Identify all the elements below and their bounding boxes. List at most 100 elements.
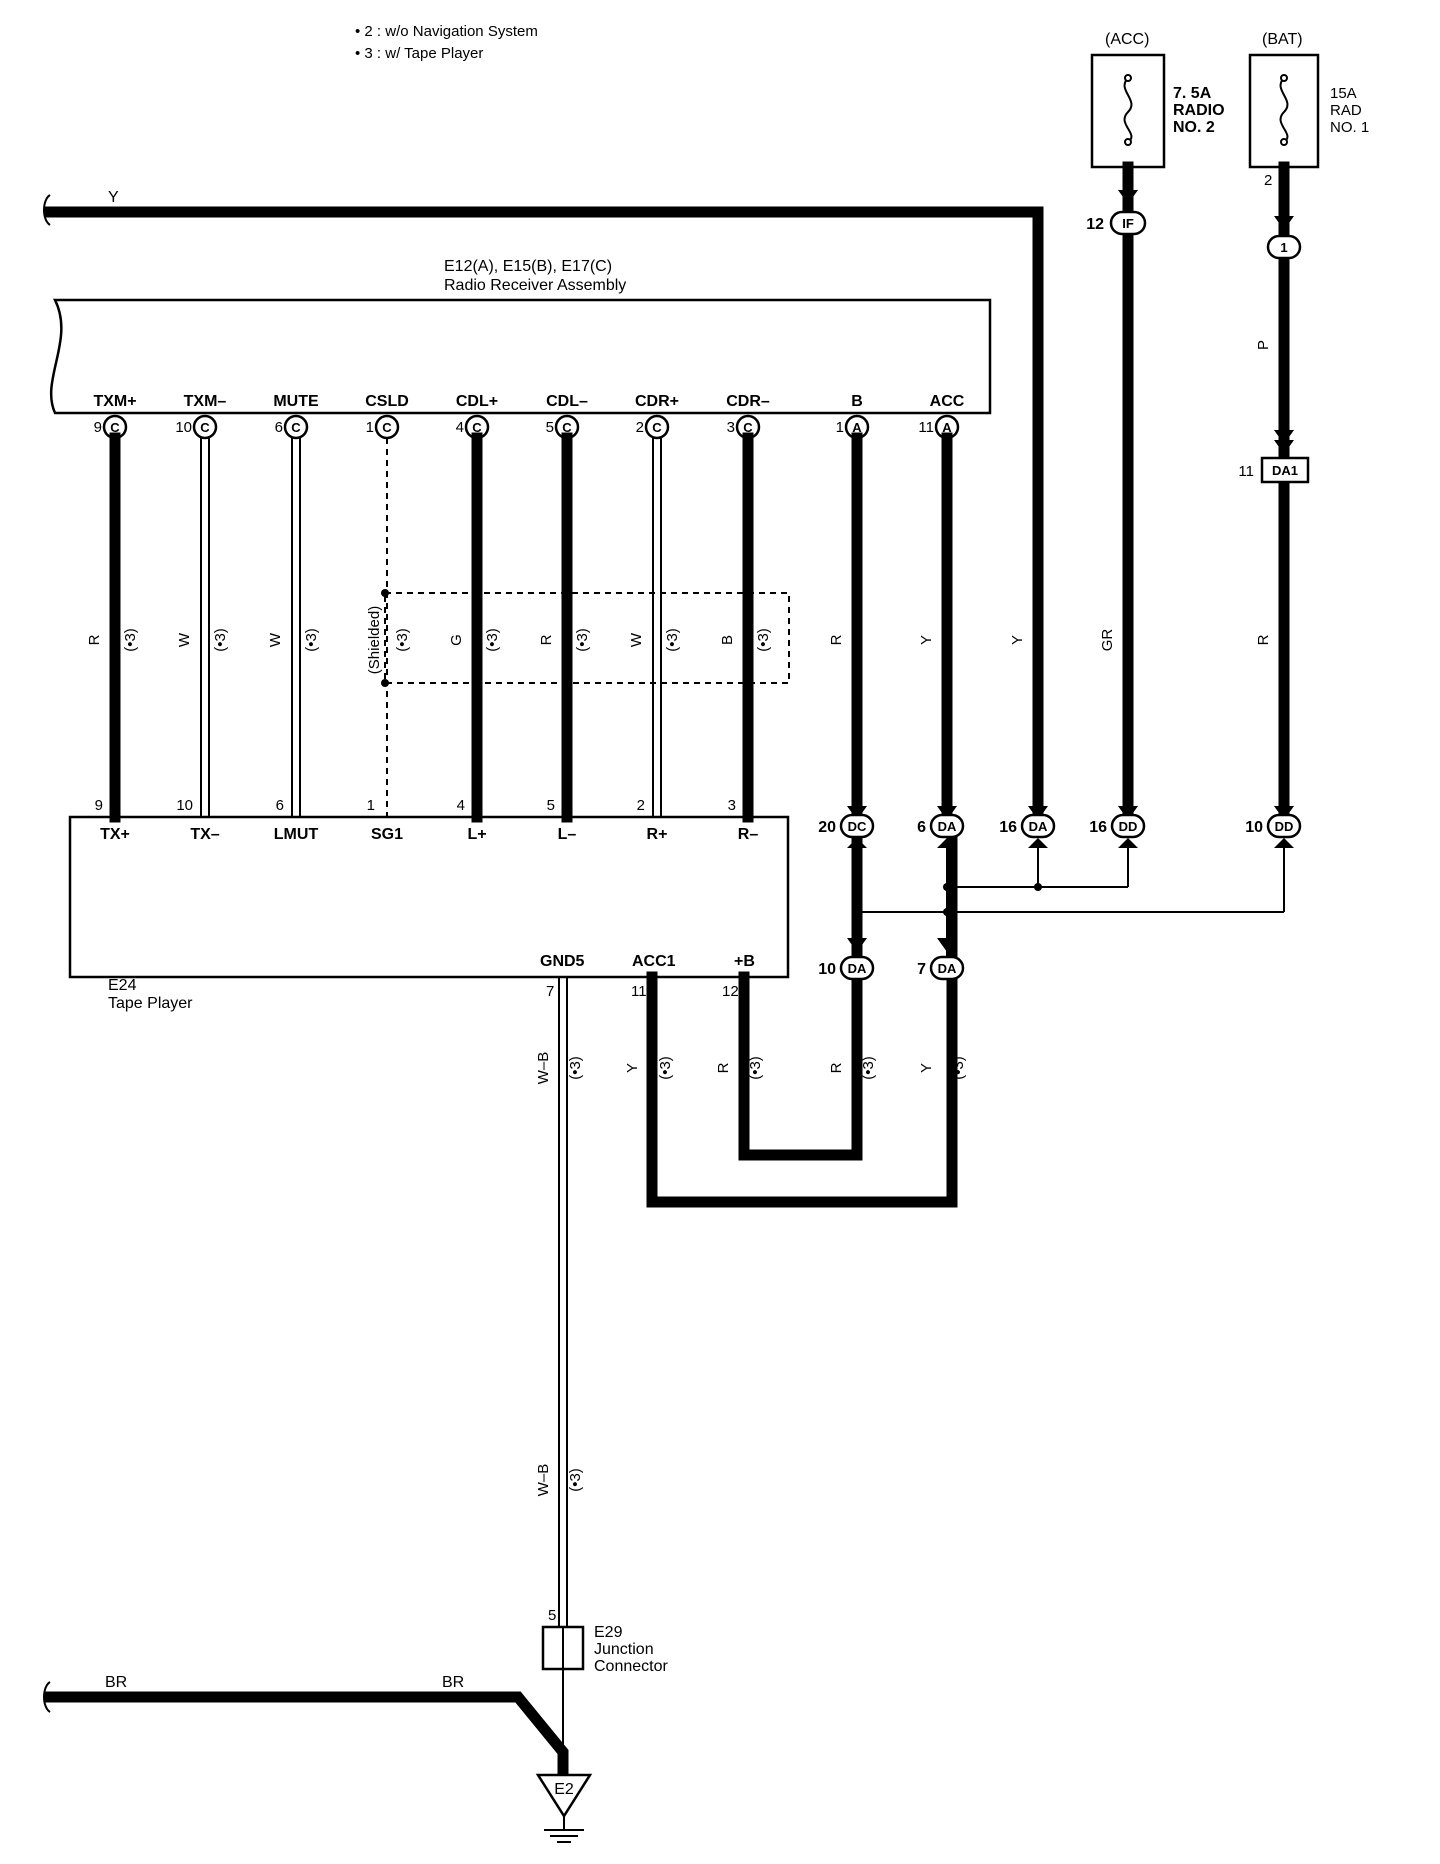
svg-text:12: 12 xyxy=(722,983,739,1000)
svg-text:10: 10 xyxy=(175,419,192,436)
svg-text:DA: DA xyxy=(938,819,957,834)
shield-box xyxy=(384,592,790,684)
svg-text:C: C xyxy=(382,420,392,435)
svg-text:TX+: TX+ xyxy=(100,826,130,843)
radio-receiver-box xyxy=(49,298,992,415)
svg-text:C: C xyxy=(472,420,482,435)
svg-text:6: 6 xyxy=(275,419,283,436)
svg-text:A: A xyxy=(942,420,952,435)
fuse-bat-source: (BAT) xyxy=(1262,31,1303,48)
lower-wire-label: R xyxy=(715,1062,732,1073)
svg-text:2: 2 xyxy=(636,419,644,436)
svg-text:(•3): (•3) xyxy=(664,628,681,652)
svg-text:B: B xyxy=(719,635,736,645)
wire-br-left: BR xyxy=(105,1674,127,1691)
right-wire-label: Y xyxy=(1009,635,1026,645)
svg-text:L+: L+ xyxy=(467,826,486,843)
svg-text:4: 4 xyxy=(456,419,464,436)
svg-text:(•3): (•3) xyxy=(574,628,591,652)
svg-text:C: C xyxy=(200,420,210,435)
tape-pin-gnd5: GND5 xyxy=(540,953,585,970)
wire-top-y-label: Y xyxy=(108,189,119,206)
svg-text:C: C xyxy=(562,420,572,435)
svg-text:DA1: DA1 xyxy=(1272,463,1298,478)
fuse-bat-name2: NO. 1 xyxy=(1330,119,1369,136)
fuse-acc-source: (ACC) xyxy=(1105,31,1149,48)
lower-wire-label: (•3) xyxy=(747,1056,764,1080)
lower-wire-label: (•3) xyxy=(860,1056,877,1080)
wire-b-r xyxy=(738,820,863,1161)
svg-text:(•3): (•3) xyxy=(394,628,411,652)
tape-title: E24 xyxy=(108,977,137,994)
wire-br xyxy=(44,1691,569,1781)
conn-if xyxy=(1109,210,1147,236)
lower-wire-label: W–B xyxy=(535,1464,552,1497)
svg-text:TX–: TX– xyxy=(190,826,219,843)
svg-text:11: 11 xyxy=(1238,463,1254,480)
svg-text:10: 10 xyxy=(176,797,193,814)
radio-subtitle: Radio Receiver Assembly xyxy=(444,277,626,294)
right-wire-label: GR xyxy=(1099,629,1116,652)
svg-text:3: 3 xyxy=(728,797,736,814)
svg-text:SG1: SG1 xyxy=(371,826,403,843)
svg-text:DA: DA xyxy=(1029,819,1048,834)
junction-da-16: DA 16 xyxy=(999,806,1056,848)
tape-subtitle: Tape Player xyxy=(108,995,193,1012)
svg-text:(•3): (•3) xyxy=(122,628,139,652)
fuse-acc-rating: 7. 5A xyxy=(1173,85,1212,102)
junction-dc-20: DC 20 xyxy=(818,806,875,848)
svg-text:CDL–: CDL– xyxy=(546,393,588,410)
fuse-acc-icon xyxy=(1123,77,1133,143)
junction-da-6: DA6 xyxy=(917,806,965,848)
svg-text:7: 7 xyxy=(917,961,926,978)
svg-text:11: 11 xyxy=(918,419,934,436)
svg-text:ACC: ACC xyxy=(930,393,965,410)
tape-pin-b: +B xyxy=(734,953,755,970)
lower-wire-label: (•3) xyxy=(657,1056,674,1080)
svg-text:C: C xyxy=(743,420,753,435)
junction-title: E29 xyxy=(594,1624,623,1641)
svg-text:1: 1 xyxy=(366,419,374,436)
fuse-bat-icon xyxy=(1279,77,1289,143)
svg-text:4: 4 xyxy=(457,797,465,814)
svg-text:C: C xyxy=(110,420,120,435)
svg-text:3: 3 xyxy=(727,419,735,436)
svg-text:R+: R+ xyxy=(647,826,668,843)
svg-text:5: 5 xyxy=(548,1607,556,1624)
fuse-acc-name2: NO. 2 xyxy=(1173,119,1215,136)
svg-text:9: 9 xyxy=(94,419,102,436)
svg-text:DC: DC xyxy=(848,819,867,834)
fuse-acc-name1: RADIO xyxy=(1173,102,1225,119)
junction-line2: Junction xyxy=(594,1641,654,1658)
radio-pin-acc: ACC 11 A Y xyxy=(918,393,965,832)
svg-text:W: W xyxy=(176,632,193,647)
svg-text:2: 2 xyxy=(637,797,645,814)
svg-text:CDR+: CDR+ xyxy=(635,393,679,410)
svg-text:Y: Y xyxy=(918,635,935,645)
lower-wire-label: (•3) xyxy=(567,1056,584,1080)
radio-title: E12(A), E15(B), E17(C) xyxy=(444,258,612,275)
svg-text:MUTE: MUTE xyxy=(273,393,319,410)
svg-text:W: W xyxy=(267,632,284,647)
note-tape: • 3 : w/ Tape Player xyxy=(355,45,483,62)
lower-wire-label: R xyxy=(828,1062,845,1073)
svg-text:11: 11 xyxy=(631,983,647,1000)
svg-text:(•3): (•3) xyxy=(212,628,229,652)
tape-player-box xyxy=(68,815,790,979)
svg-text:16: 16 xyxy=(999,819,1017,836)
svg-text:TXM+: TXM+ xyxy=(93,393,136,410)
svg-text:IF: IF xyxy=(1122,216,1134,231)
svg-text:R: R xyxy=(538,634,555,645)
lower-wire-label: Y xyxy=(918,1063,935,1073)
svg-text:1: 1 xyxy=(367,797,375,814)
conn-da1 xyxy=(1260,456,1310,484)
svg-text:20: 20 xyxy=(818,819,836,836)
svg-text:L–: L– xyxy=(558,826,577,843)
ground-e2 xyxy=(535,1773,593,1819)
